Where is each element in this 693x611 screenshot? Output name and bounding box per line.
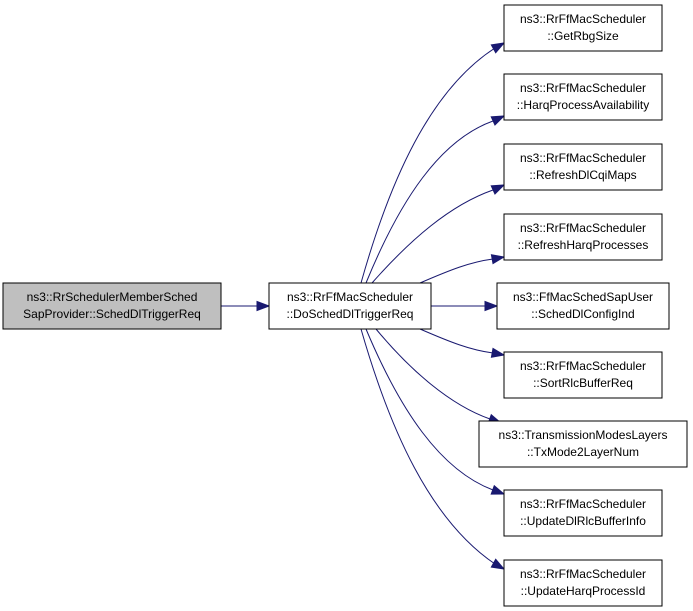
node-refresh-harq-processes-line1: ns3::RrFfMacScheduler <box>520 221 646 235</box>
arrowhead-hub <box>256 300 271 312</box>
node-update-harq-process-id[interactable]: ns3::RrFfMacScheduler ::UpdateHarqProces… <box>503 559 663 607</box>
node-get-rbg-size-line2: ::GetRbgSize <box>547 29 619 43</box>
arrowhead-c2 <box>490 115 506 126</box>
edge-link-c9 <box>493 562 496 565</box>
edge-hub-to-c7 <box>375 328 491 420</box>
edge-hub-to-c3 <box>371 189 494 284</box>
arrowhead-c6 <box>490 347 506 358</box>
node-update-dl-rlc-buffer-info-line1: ns3::RrFfMacScheduler <box>520 497 646 511</box>
node-harq-process-availability-line2: ::HarqProcessAvailability <box>517 98 650 112</box>
arrowhead-c5 <box>484 300 499 312</box>
node-sched-dl-config-ind[interactable]: ns3::FfMacSchedSapUser ::SchedDlConfigIn… <box>496 282 670 330</box>
node-update-harq-process-id-line1: ns3::RrFfMacScheduler <box>520 567 646 581</box>
edge-link-c1 <box>493 47 496 50</box>
node-sched-dl-config-ind-line2: ::SchedDlConfigInd <box>531 307 634 321</box>
edges-layer <box>221 42 506 570</box>
node-hub-line1: ns3::RrFfMacScheduler <box>287 290 413 304</box>
node-get-rbg-size-line1: ns3::RrFfMacScheduler <box>520 12 646 26</box>
node-tx-mode2-layer-num-line1: ns3::TransmissionModesLayers <box>499 428 668 442</box>
arrowhead-c9 <box>490 558 506 570</box>
edge-hub-to-c9 <box>360 328 496 565</box>
node-update-harq-process-id-line2: ::UpdateHarqProcessId <box>521 584 646 598</box>
node-sort-rlc-buffer-req[interactable]: ns3::RrFfMacScheduler ::SortRlcBufferReq <box>503 351 663 399</box>
node-root-line2: SapProvider::SchedDlTriggerReq <box>23 307 201 321</box>
node-harq-process-availability-line1: ns3::RrFfMacScheduler <box>520 81 646 95</box>
arrowhead-c8 <box>490 484 506 495</box>
node-sort-rlc-buffer-req-line1: ns3::RrFfMacScheduler <box>520 359 646 373</box>
node-refresh-harq-processes-line2: ::RefreshHarqProcesses <box>518 238 649 252</box>
edge-hub-to-c1 <box>360 47 496 284</box>
arrowhead-c4 <box>490 254 506 265</box>
edge-hub-to-c6 <box>419 328 494 354</box>
node-harq-process-availability[interactable]: ns3::RrFfMacScheduler ::HarqProcessAvail… <box>503 73 663 121</box>
node-update-dl-rlc-buffer-info-line2: ::UpdateDlRlcBufferInfo <box>520 514 646 528</box>
node-hub[interactable]: ns3::RrFfMacScheduler ::DoSchedDlTrigger… <box>268 282 432 330</box>
arrowhead-c3 <box>490 184 506 195</box>
node-update-dl-rlc-buffer-info[interactable]: ns3::RrFfMacScheduler ::UpdateDlRlcBuffe… <box>503 489 663 537</box>
node-root[interactable]: ns3::RrSchedulerMemberSched SapProvider:… <box>2 282 222 330</box>
node-root-line1: ns3::RrSchedulerMemberSched <box>27 290 198 304</box>
node-refresh-dl-cqi-maps[interactable]: ns3::RrFfMacScheduler ::RefreshDlCqiMaps <box>503 143 663 191</box>
edge-hub-to-c2 <box>365 120 494 284</box>
node-sort-rlc-buffer-req-line2: ::SortRlcBufferReq <box>533 376 633 390</box>
node-tx-mode2-layer-num-line2: ::TxMode2LayerNum <box>527 445 639 459</box>
edge-hub-to-c8 <box>365 328 494 491</box>
node-get-rbg-size[interactable]: ns3::RrFfMacScheduler ::GetRbgSize <box>503 4 663 52</box>
node-refresh-harq-processes[interactable]: ns3::RrFfMacScheduler ::RefreshHarqProce… <box>503 213 663 261</box>
arrowhead-c1 <box>490 42 506 54</box>
node-refresh-dl-cqi-maps-line2: ::RefreshDlCqiMaps <box>529 168 636 182</box>
node-tx-mode2-layer-num[interactable]: ns3::TransmissionModesLayers ::TxMode2La… <box>478 420 688 468</box>
node-sched-dl-config-ind-line1: ns3::FfMacSchedSapUser <box>513 290 653 304</box>
edge-hub-to-c4 <box>419 258 494 284</box>
node-hub-line2: ::DoSchedDlTriggerReq <box>287 307 414 321</box>
node-refresh-dl-cqi-maps-line1: ns3::RrFfMacScheduler <box>520 151 646 165</box>
